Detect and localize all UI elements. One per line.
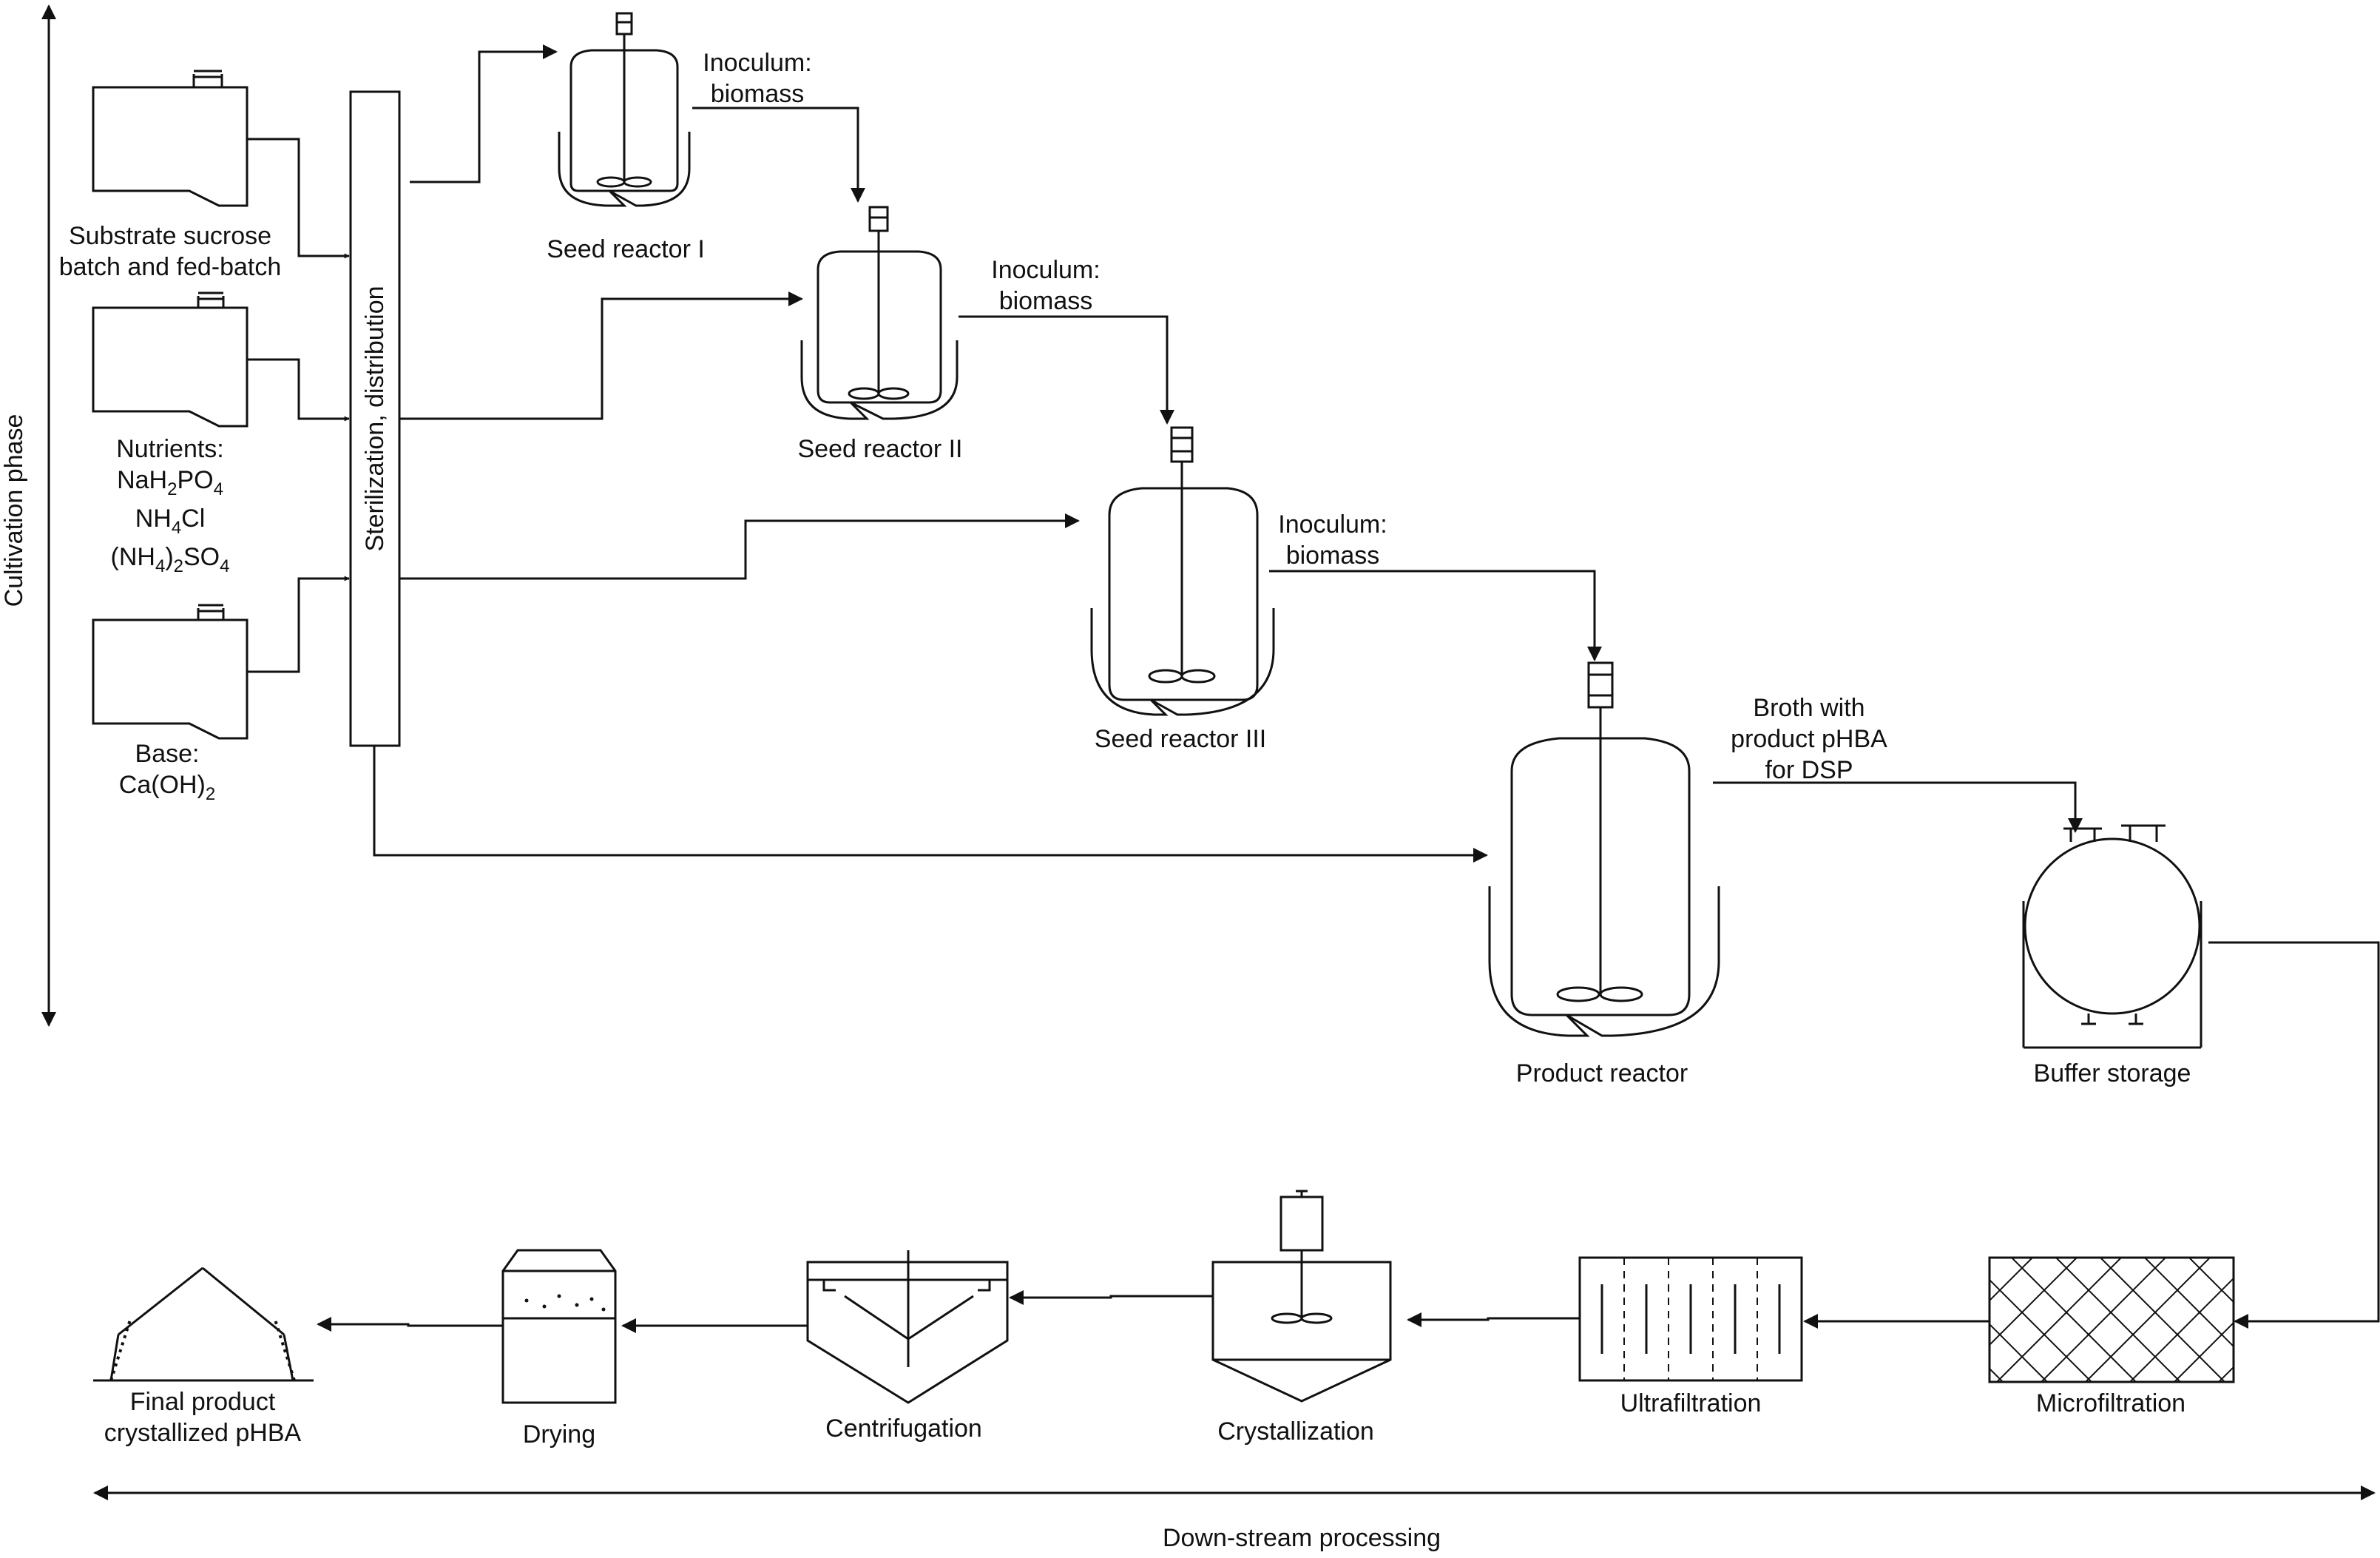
drying-unit bbox=[501, 1249, 617, 1404]
drying-label: Drying bbox=[523, 1420, 595, 1449]
centrifugation-unit bbox=[806, 1250, 1009, 1404]
broth-label-line3: for DSP bbox=[1765, 756, 1853, 784]
nutrients-label: Nutrients: bbox=[116, 435, 224, 463]
drying-to-final-product-line bbox=[317, 1317, 503, 1332]
substrate-label-line1: Substrate sucrose bbox=[69, 222, 271, 250]
inoculum-1-line2: biomass bbox=[711, 80, 805, 108]
broth-label-line1: Broth with bbox=[1753, 694, 1865, 722]
nh42so4-label: (NH4)2SO4 bbox=[111, 543, 230, 576]
inoculum-2-line bbox=[959, 315, 1174, 425]
nh4cl-label: NH4Cl bbox=[135, 505, 206, 538]
nutrients-tank bbox=[92, 291, 249, 428]
final-product-label-line2: crystallized pHBA bbox=[104, 1419, 302, 1447]
feed-lines bbox=[247, 138, 350, 673]
seed-reactor-1 bbox=[558, 12, 691, 207]
inoculum-1-line bbox=[692, 107, 865, 203]
inoculum-1-line1: Inoculum: bbox=[703, 49, 811, 77]
caoh2-label: Ca(OH)2 bbox=[119, 771, 215, 804]
nah2po4-label: NaH2PO4 bbox=[117, 466, 223, 499]
crystallization-unit bbox=[1211, 1190, 1392, 1403]
product-reactor-label: Product reactor bbox=[1516, 1059, 1688, 1087]
inoculum-3-line bbox=[1269, 570, 1602, 661]
broth-line bbox=[1713, 781, 2083, 833]
product-reactor bbox=[1488, 661, 1720, 1037]
substrate-tank bbox=[92, 70, 249, 207]
sterilization-label: Sterilization, distribution bbox=[361, 286, 389, 551]
base-label: Base: bbox=[135, 740, 200, 768]
distribution-lines bbox=[373, 44, 1488, 863]
crystallization-label: Crystallization bbox=[1217, 1417, 1374, 1446]
seed-reactor-3-label: Seed reactor III bbox=[1095, 725, 1266, 753]
ultrafiltration-unit bbox=[1578, 1256, 1803, 1382]
centrifugation-label: Centrifugation bbox=[825, 1414, 982, 1443]
seed-reactor-3 bbox=[1090, 426, 1275, 716]
inoculum-3-line1: Inoculum: bbox=[1278, 510, 1387, 539]
inoculum-2-line1: Inoculum: bbox=[991, 256, 1100, 284]
seed-reactor-2-label: Seed reactor II bbox=[797, 435, 962, 463]
microfiltration-label: Microfiltration bbox=[2036, 1389, 2185, 1417]
inoculum-3-line2: biomass bbox=[1286, 542, 1380, 570]
ultrafiltration-to-crystallization-line bbox=[1407, 1312, 1580, 1327]
cultivation-phase-label: Cultivation phase bbox=[0, 414, 28, 607]
substrate-label-line2: batch and fed-batch bbox=[59, 253, 282, 281]
crystallization-to-centrifugation-line bbox=[1009, 1290, 1213, 1305]
seed-reactor-2 bbox=[800, 206, 959, 420]
microfiltration-unit bbox=[1988, 1256, 2235, 1383]
ultrafiltration-label: Ultrafiltration bbox=[1620, 1389, 1762, 1417]
base-tank bbox=[92, 604, 249, 740]
buffer-to-microfiltration-line bbox=[2208, 941, 2380, 1329]
final-product-pile bbox=[93, 1267, 314, 1382]
broth-label-line2: product pHBA bbox=[1731, 725, 1887, 753]
buffer-storage-label: Buffer storage bbox=[2034, 1059, 2191, 1087]
seed-reactor-1-label: Seed reactor I bbox=[547, 235, 705, 263]
inoculum-2-line2: biomass bbox=[999, 287, 1093, 315]
downstream-processing-label: Down-stream processing bbox=[1163, 1524, 1441, 1552]
final-product-label-line1: Final product bbox=[130, 1388, 276, 1416]
buffer-storage-tank bbox=[2022, 824, 2202, 1049]
